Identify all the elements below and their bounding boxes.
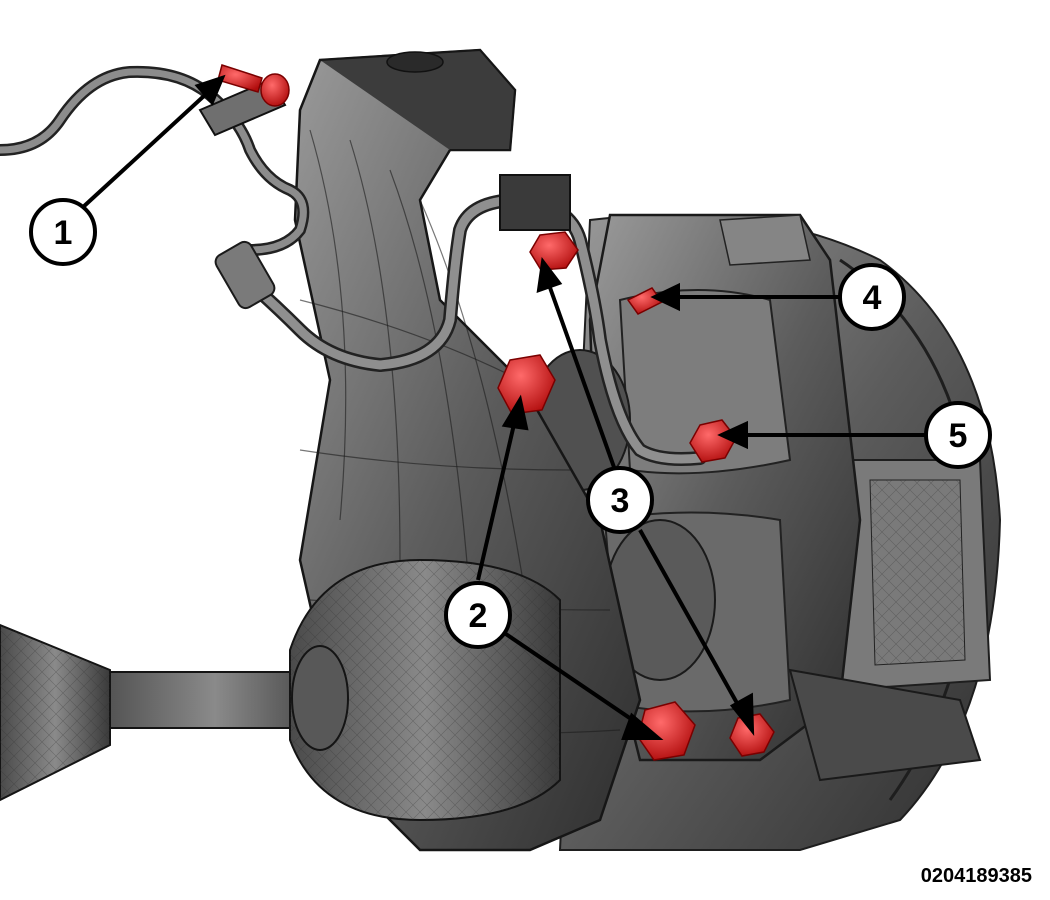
fastener-lower-bracket-bolt: [729, 713, 775, 757]
arrowhead-5: [717, 420, 748, 450]
arrowhead-3b: [729, 692, 755, 736]
svg-text:2: 2: [469, 597, 488, 635]
svg-text:1: 1: [54, 214, 73, 252]
drive-shaft: [0, 558, 561, 822]
arrowhead-4: [650, 282, 680, 312]
arrowhead-1: [194, 74, 226, 106]
figure-number: 0204189385: [920, 865, 1032, 887]
fastener-guide-pin-bolt: [689, 419, 737, 463]
callout-1: 1: [29, 198, 97, 266]
arrowhead-2b: [621, 712, 664, 740]
callout-2: 2: [444, 581, 512, 649]
arrowhead-2a: [501, 394, 529, 431]
hose-fitting: [198, 73, 290, 137]
svg-text:3: 3: [611, 482, 630, 520]
caliper-body: [529, 213, 982, 782]
svg-text:5: 5: [949, 417, 968, 455]
leader-lines: [80, 74, 925, 740]
arrowhead-3a: [536, 256, 563, 293]
callout-4: 4: [838, 263, 906, 331]
fastener-banjo-bolt: [217, 64, 263, 93]
callout-5: 5: [924, 401, 992, 469]
callout-3: 3: [586, 466, 654, 534]
svg-text:4: 4: [863, 279, 882, 317]
fastener-upper-bracket-bolt: [529, 231, 579, 271]
fastener-upper-mounting-bolt: [497, 354, 556, 415]
